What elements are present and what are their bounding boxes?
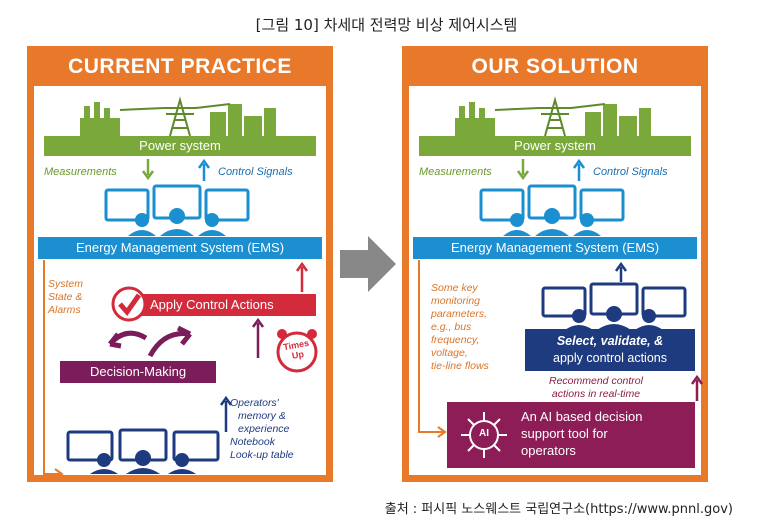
- select-validate-box: Select, validate, & apply control action…: [525, 329, 695, 371]
- measurements-label: Measurements: [44, 166, 117, 178]
- power-system-bar: Power system: [419, 136, 691, 156]
- ai-chip-label: AI: [473, 428, 495, 439]
- decision-arrows-icon: [106, 324, 196, 358]
- transition-arrow-icon: [340, 236, 396, 292]
- control-signals-up-arrow-icon: [573, 159, 585, 181]
- control-signals-up-arrow-icon: [198, 159, 210, 181]
- current-practice-body: Power system Measurements Control Signal…: [34, 86, 326, 475]
- current-practice-panel: CURRENT PRACTICE Power system Measuremen…: [27, 46, 333, 482]
- decision-making-bar: Decision-Making: [60, 361, 216, 383]
- measurements-down-arrow-icon: [142, 159, 154, 181]
- power-grid-skyline-icon: [455, 98, 655, 136]
- source-caption: 출처 : 퍼시픽 노스웨스트 국립연구소(https://www.pnnl.go…: [385, 498, 733, 517]
- power-grid-skyline-icon: [80, 98, 280, 136]
- measurements-down-arrow-icon: [517, 159, 529, 181]
- measurements-label: Measurements: [419, 166, 492, 178]
- ems-up-arrow-icon: [615, 262, 627, 282]
- current-practice-title: CURRENT PRACTICE: [27, 46, 333, 86]
- our-solution-body: Power system Measurements Control Signal…: [409, 86, 701, 475]
- operators-monitors-icon: [102, 184, 252, 236]
- decision-up-arrow-icon: [252, 318, 264, 358]
- operator-resources-list: Operators' memory & experience Notebook …: [230, 397, 294, 462]
- figure-title: [그림 10] 차세대 전력망 비상 제어시스템: [0, 14, 773, 35]
- control-signals-label: Control Signals: [218, 166, 293, 178]
- our-solution-title: OUR SOLUTION: [402, 46, 708, 86]
- ems-to-apply-up-arrow-icon: [296, 262, 308, 292]
- operators-monitors-icon: [477, 184, 627, 236]
- power-system-bar: Power system: [44, 136, 316, 156]
- control-signals-label: Control Signals: [593, 166, 668, 178]
- checkmark-icon: [112, 287, 146, 321]
- ems-bar: Energy Management System (EMS): [38, 237, 322, 259]
- ems-bar: Energy Management System (EMS): [413, 237, 697, 259]
- apply-control-actions-bar: Apply Control Actions: [134, 294, 316, 316]
- recommend-up-arrow-icon: [691, 375, 703, 401]
- our-solution-panel: OUR SOLUTION Power system Measurements C…: [402, 46, 708, 482]
- validators-monitors-icon: [539, 282, 689, 330]
- operators-desk-icon: [64, 426, 224, 474]
